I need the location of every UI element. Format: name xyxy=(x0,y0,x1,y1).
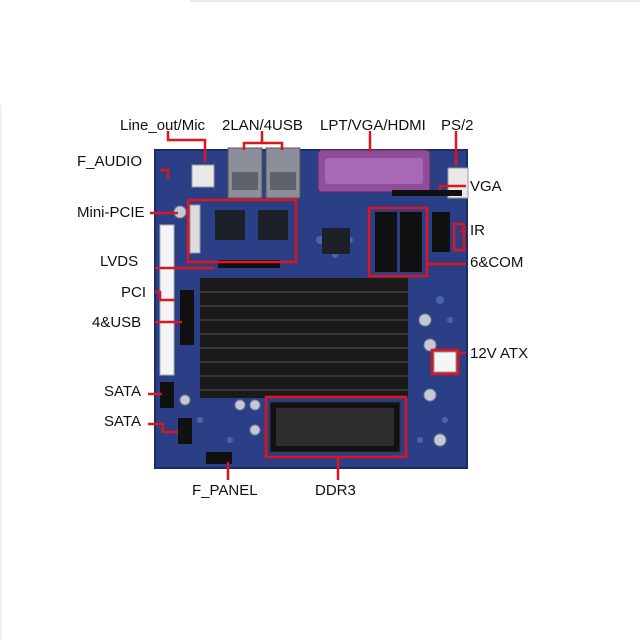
label-lan-usb: 2LAN/4USB xyxy=(222,117,303,134)
sata-port-2 xyxy=(178,418,192,444)
mini-pcie-slot xyxy=(189,204,201,254)
atx-connector xyxy=(433,351,457,373)
label-mini-pcie: Mini-PCIE xyxy=(77,204,145,221)
label-12v-atx: 12V ATX xyxy=(470,345,529,362)
label-pci: PCI xyxy=(121,284,147,301)
label-ddr3: DDR3 xyxy=(315,482,356,499)
label-lpt-vga-hdmi: LPT/VGA/HDMI xyxy=(320,117,426,134)
audio-jack xyxy=(191,164,215,188)
heatsink xyxy=(200,278,408,398)
sata-port-1 xyxy=(160,382,174,408)
label-6-com: 6&COM xyxy=(470,254,524,271)
chip-a xyxy=(215,210,245,240)
annotation-boxes xyxy=(186,198,466,459)
label-sata-2: SATA xyxy=(104,413,141,430)
board-components xyxy=(197,236,453,443)
usb-header xyxy=(180,290,194,345)
label-sata-1: SATA xyxy=(104,383,141,400)
chip-c xyxy=(322,228,350,254)
com-headers xyxy=(375,212,450,272)
label-line-out-mic: Line_out/Mic xyxy=(120,117,206,134)
label-ps2: PS/2 xyxy=(441,117,474,134)
label-vga: VGA xyxy=(470,178,502,195)
label-f-audio: F_AUDIO xyxy=(77,153,143,170)
leader-lines xyxy=(148,131,466,480)
top-border-line xyxy=(190,0,640,2)
label-lvds: LVDS xyxy=(100,253,139,270)
label-f-panel: F_PANEL xyxy=(192,482,258,499)
vga-header xyxy=(392,190,462,196)
label-ir: IR xyxy=(470,222,485,239)
f-panel-header xyxy=(206,452,232,464)
left-border-line xyxy=(0,105,2,640)
chip-b xyxy=(258,210,288,240)
label-4-usb: 4&USB xyxy=(92,314,142,331)
lvds-connector xyxy=(218,260,280,268)
